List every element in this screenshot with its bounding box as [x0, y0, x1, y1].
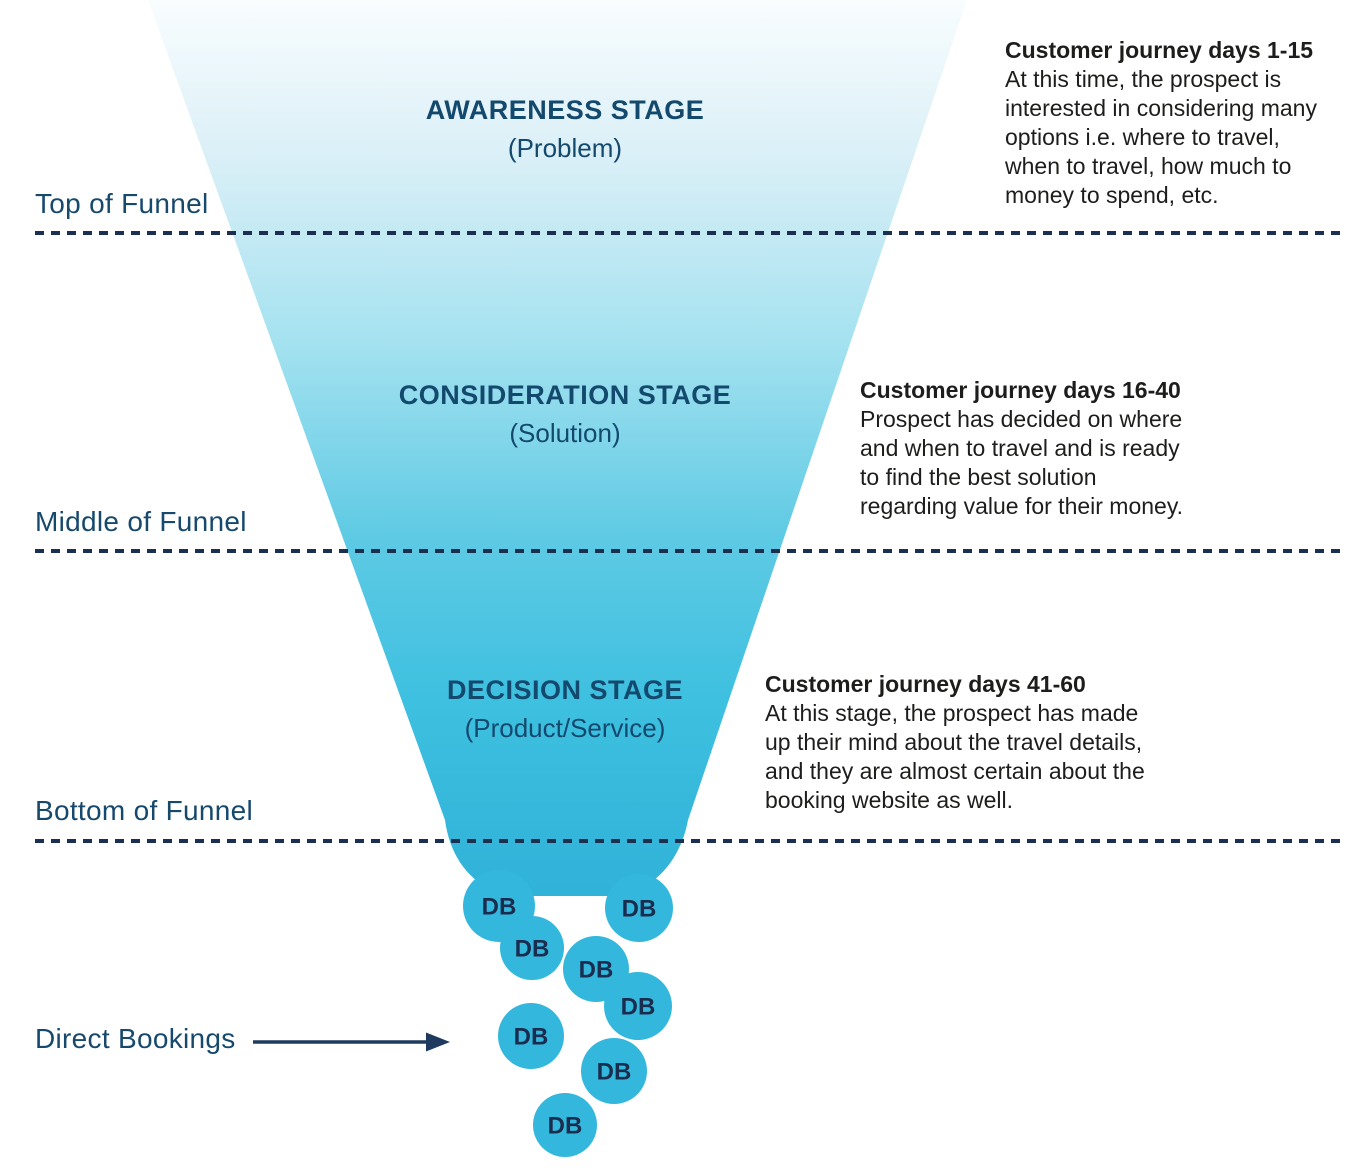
stage-decision-title: DECISION STAGE: [446, 675, 684, 705]
db-bubble-label: DB: [514, 1024, 549, 1051]
stage-decision: DECISION STAGE (Product/Service): [365, 672, 765, 746]
label-direct-bookings: Direct Bookings: [35, 1023, 236, 1054]
db-bubble-label: DB: [482, 894, 517, 921]
db-bubble-label: DB: [579, 957, 614, 984]
db-bubbles: DB DB DB DB DB DB DB DB: [463, 870, 673, 1157]
db-bubble: [581, 1038, 647, 1104]
annotation-awareness-title: Customer journey days 1-15: [1005, 37, 1314, 63]
annotation-decision-title: Customer journey days 41-60: [765, 671, 1086, 697]
db-bubble: [500, 916, 564, 980]
db-bubble-label: DB: [548, 1113, 583, 1140]
db-bubble-label: DB: [597, 1059, 632, 1086]
stage-consideration-title: CONSIDERATION STAGE: [398, 380, 732, 410]
annotation-decision: Customer journey days 41-60 At this stag…: [765, 670, 1185, 815]
db-bubble-label: DB: [515, 936, 550, 963]
stage-awareness-title: AWARENESS STAGE: [425, 95, 705, 125]
stage-awareness-subtitle: (Problem): [507, 132, 623, 163]
funnel-shape: [148, 0, 967, 896]
stage-consideration-subtitle: (Solution): [509, 417, 621, 448]
stage-decision-subtitle: (Product/Service): [464, 712, 666, 743]
label-bottom-of-funnel: Bottom of Funnel: [35, 795, 254, 826]
annotation-awareness-body: At this time, the prospect is interested…: [1005, 66, 1317, 208]
db-bubble-label: DB: [622, 896, 657, 923]
annotation-consideration-body: Prospect has decided on where and when t…: [860, 406, 1184, 519]
db-bubble: [605, 874, 673, 942]
direct-bookings-arrow: [253, 1032, 450, 1052]
annotation-decision-body: At this stage, the prospect has made up …: [765, 700, 1145, 813]
label-top-of-funnel: Top of Funnel: [35, 188, 209, 219]
annotation-consideration-title: Customer journey days 16-40: [860, 377, 1181, 403]
annotation-consideration: Customer journey days 16-40 Prospect has…: [860, 376, 1220, 521]
label-middle-of-funnel: Middle of Funnel: [35, 506, 247, 537]
db-bubble-label: DB: [621, 994, 656, 1021]
db-bubble: [498, 1003, 564, 1069]
db-bubble: [533, 1093, 597, 1157]
stage-consideration: CONSIDERATION STAGE (Solution): [365, 377, 765, 451]
stage-awareness: AWARENESS STAGE (Problem): [365, 92, 765, 166]
annotation-awareness: Customer journey days 1-15 At this time,…: [1005, 36, 1355, 210]
db-bubble: [604, 972, 672, 1040]
